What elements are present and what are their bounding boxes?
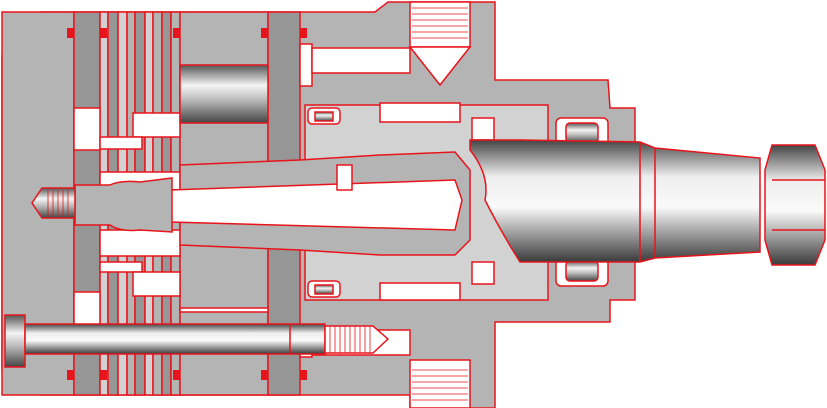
shaft-nut (764, 144, 826, 266)
seal-rings (67, 28, 307, 380)
thread-lines (47, 7, 468, 401)
tie-bolt (4, 314, 390, 368)
output-shaft (469, 139, 761, 263)
gerotor-roller-bottom (179, 307, 269, 313)
port-thread-bottom (409, 359, 471, 408)
center-stud (74, 177, 173, 233)
gerotor-roller-top (179, 64, 269, 124)
knurled-pin (31, 187, 76, 219)
port-thread-top (408, 1, 472, 87)
